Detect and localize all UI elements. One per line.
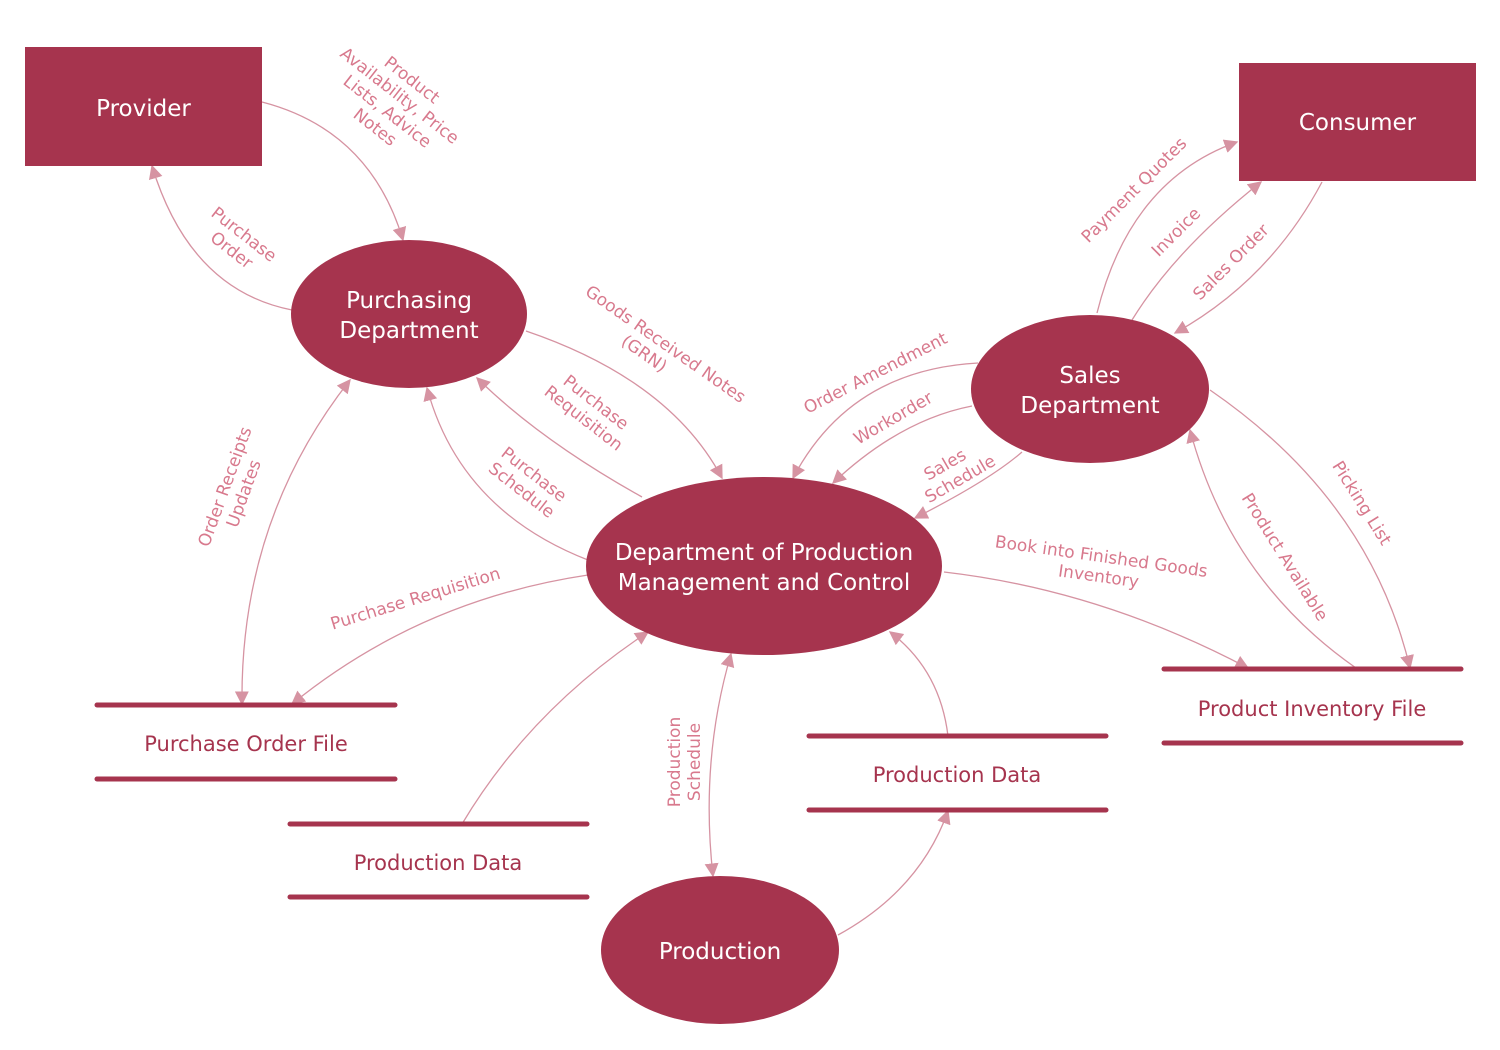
flow-order-receipts[interactable] — [234, 378, 351, 706]
flow-order-amendment[interactable] — [792, 362, 979, 480]
flow-picking-list[interactable] — [1209, 389, 1414, 670]
label-invoice: Invoice — [1148, 204, 1205, 261]
flow-labels: Product Availability, Price Lists, Advic… — [195, 44, 1396, 808]
store-purchase-order-file[interactable]: Purchase Order File — [94, 702, 398, 782]
flow-purchase-requisition-upper[interactable] — [476, 377, 643, 498]
label-production-schedule: Production Schedule — [665, 717, 705, 807]
entity-consumer[interactable]: Consumer — [1239, 63, 1476, 181]
flow-production-data-right-out[interactable] — [837, 809, 951, 936]
store-purchase-order-file-label: Purchase Order File — [144, 732, 348, 756]
flow-lines — [149, 101, 1414, 936]
flow-purchase-order[interactable] — [149, 164, 293, 311]
label-purchase-schedule: Purchase Schedule — [484, 443, 570, 522]
process-production-management[interactable]: Department of Production Management and … — [586, 477, 942, 655]
label-book-into-inventory: Book into Finished Goods Inventory — [994, 532, 1209, 592]
label-picking-list: Picking List — [1328, 458, 1396, 550]
store-production-data-right[interactable]: Production Data — [806, 733, 1109, 813]
flow-production-data-right-in[interactable] — [888, 631, 949, 737]
flow-book-into-inventory[interactable] — [943, 571, 1250, 669]
process-central-label-2: Management and Control — [618, 570, 911, 596]
process-production[interactable]: Production — [601, 876, 839, 1024]
flow-production-data-left[interactable] — [461, 631, 650, 825]
flow-sales-order[interactable] — [1173, 181, 1323, 334]
process-sales-label-2: Department — [1020, 393, 1159, 419]
entity-consumer-label: Consumer — [1299, 110, 1417, 136]
svg-text:Schedule: Schedule — [685, 723, 705, 801]
process-purchasing-label-1: Purchasing — [346, 288, 472, 314]
flow-product-availability[interactable] — [261, 101, 407, 242]
flow-goods-received[interactable] — [525, 330, 723, 480]
process-sales-label-1: Sales — [1059, 363, 1120, 389]
process-purchasing-department[interactable]: Purchasing Department — [291, 240, 527, 388]
flow-purchase-schedule[interactable] — [423, 386, 589, 561]
flow-payment-quotes[interactable] — [1096, 139, 1239, 314]
flow-purchase-requisition-lower[interactable] — [290, 574, 589, 705]
flow-sales-schedule[interactable] — [913, 451, 1023, 519]
flow-production-schedule[interactable] — [704, 652, 735, 878]
store-production-data-right-label: Production Data — [873, 763, 1042, 787]
process-sales-department[interactable]: Sales Department — [971, 315, 1209, 463]
svg-text:Goods Received Notes: Goods Received Notes — [581, 282, 749, 408]
label-workorder: Workorder — [850, 388, 936, 449]
store-production-data-left-label: Production Data — [354, 851, 523, 875]
label-order-receipts: Order Receipts Updates — [195, 424, 266, 549]
label-purchase-requisition-lower: Purchase Requisition — [328, 564, 503, 635]
process-production-label: Production — [659, 939, 781, 965]
svg-text:Production: Production — [665, 717, 685, 807]
label-purchase-order: Purchase Order — [206, 203, 280, 273]
process-purchasing-label-2: Department — [339, 318, 478, 344]
flow-invoice[interactable] — [1131, 181, 1263, 321]
process-central-label-1: Department of Production — [615, 540, 913, 566]
store-production-data-left[interactable]: Production Data — [287, 821, 590, 900]
label-product-availability: Product Availability, Price Lists, Advic… — [336, 44, 463, 153]
flow-product-available[interactable] — [1186, 428, 1357, 669]
store-product-inventory-file-label: Product Inventory File — [1198, 697, 1427, 721]
entity-provider[interactable]: Provider — [25, 47, 262, 166]
entity-provider-label: Provider — [96, 96, 191, 122]
store-product-inventory-file[interactable]: Product Inventory File — [1161, 666, 1464, 746]
flow-workorder[interactable] — [831, 405, 973, 484]
